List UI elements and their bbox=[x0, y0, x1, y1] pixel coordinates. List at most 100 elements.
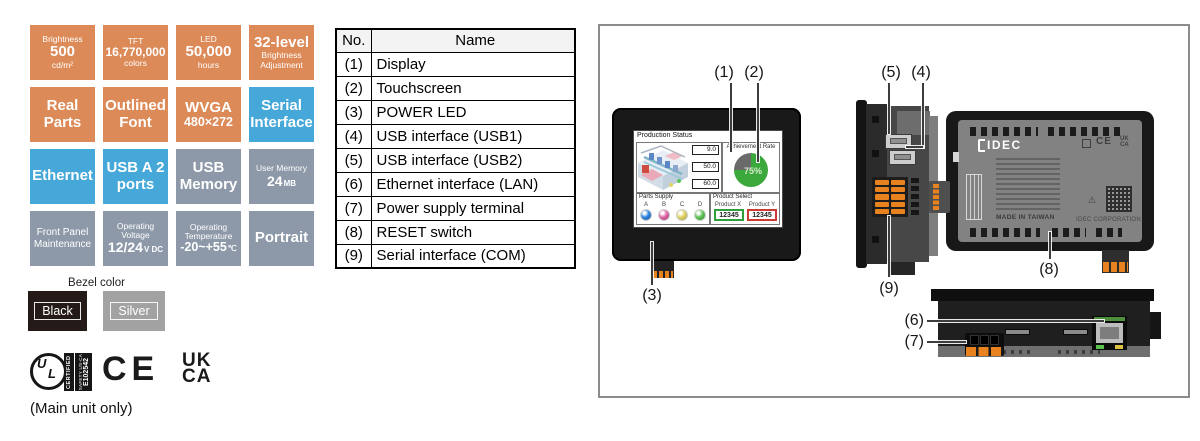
tile-main-text: Serial Interface bbox=[250, 97, 313, 131]
usb1-port bbox=[889, 150, 916, 165]
usb-slot bbox=[894, 154, 911, 160]
serial-pin bbox=[875, 208, 889, 214]
serial-interface-connector bbox=[872, 177, 908, 217]
achievement-pie-chart bbox=[734, 153, 768, 187]
front-view-touchscreen: Production Status 9.0 50.0 60.0 Achievem… bbox=[633, 130, 783, 228]
terminal-hole bbox=[990, 335, 999, 345]
screen-value-box: 50.0 bbox=[692, 162, 719, 172]
serial-pin bbox=[875, 201, 889, 207]
tile-bottom-text: cd/m² bbox=[51, 59, 74, 70]
column-header-no: No. bbox=[335, 28, 372, 53]
tile-main-text: Outlined Font bbox=[105, 97, 166, 131]
leader-line-6 bbox=[927, 320, 1104, 322]
serial-pin bbox=[891, 194, 905, 200]
callout-label-7: (7) bbox=[904, 333, 924, 350]
table-row: (1)Display bbox=[335, 51, 576, 77]
spec-tile-outlined-font: Outlined Font bbox=[103, 87, 168, 142]
parts-lamp-yellow bbox=[676, 209, 688, 221]
callout-label-2: (2) bbox=[744, 64, 764, 81]
callout-label-5: (5) bbox=[881, 64, 901, 81]
achievement-pie-value: 75% bbox=[743, 166, 762, 176]
parts-letter-a: A bbox=[643, 202, 648, 208]
serial-pin bbox=[891, 208, 905, 214]
table-row: (6)Ethernet interface (LAN) bbox=[335, 171, 576, 197]
tile-top-text: TFT bbox=[127, 35, 144, 46]
table-row: (4)USB interface (USB1) bbox=[335, 123, 576, 149]
front-bottom-connector-pins bbox=[653, 271, 673, 278]
side-cutout bbox=[872, 150, 879, 157]
screen-value-box: 9.0 bbox=[692, 145, 719, 155]
parts-lamp-green bbox=[694, 209, 706, 221]
tile-main-text: 24MB bbox=[266, 172, 297, 189]
bezel-color-label: Bezel color bbox=[68, 277, 125, 289]
side-bottom-tab bbox=[889, 262, 915, 275]
tile-bottom-text: colors bbox=[124, 57, 147, 68]
back-bottom-connector-pins bbox=[1103, 262, 1128, 272]
screen-value-box: 60.0 bbox=[692, 179, 719, 189]
tile-main-text: Front Panel Maintenance bbox=[33, 226, 92, 250]
back-ukca-mark: UK CA bbox=[1120, 136, 1129, 148]
screen-achievement-panel bbox=[722, 142, 780, 193]
serial-pin bbox=[891, 187, 905, 193]
bezel-swatch-silver: Silver bbox=[103, 291, 165, 331]
leader-line-1 bbox=[730, 83, 732, 152]
terminal-hole bbox=[970, 335, 979, 345]
spec-tile-led-hours: LED 50,000 hours bbox=[176, 25, 241, 80]
spec-badge-grid: Brightness 500 cd/m² TFT 16,770,000 colo… bbox=[30, 25, 314, 266]
bottom-right-tab bbox=[1150, 312, 1161, 339]
parts-lamp-blue bbox=[640, 209, 652, 221]
spec-tile-operating-voltage: Operating Voltage 12/24V DC bbox=[103, 211, 168, 266]
back-rating-label bbox=[996, 158, 1060, 210]
bottom-slot bbox=[1063, 329, 1088, 335]
spec-tile-usb-a: USB A 2 ports bbox=[103, 149, 168, 204]
side-cutout bbox=[872, 116, 879, 123]
ethernet-port-slot bbox=[1100, 327, 1119, 339]
tile-main-text: WVGA bbox=[185, 98, 232, 116]
leader-line-2 bbox=[757, 83, 759, 162]
spec-tile-portrait: Portrait bbox=[249, 211, 314, 266]
idec-logo: IDEC bbox=[978, 138, 1022, 152]
ul-file-number: E102542 bbox=[82, 357, 90, 387]
leader-line-5 bbox=[888, 83, 890, 134]
ul-mark-letter-u: U bbox=[37, 356, 47, 371]
terminal-hole bbox=[980, 335, 989, 345]
serial-pin bbox=[875, 180, 889, 186]
leader-line-9 bbox=[888, 216, 890, 277]
side-view-top-block bbox=[897, 111, 930, 135]
ce-mark-icon: CE bbox=[102, 350, 160, 388]
screen-production-panel bbox=[636, 142, 722, 193]
callout-label-4: (4) bbox=[911, 64, 931, 81]
leader-line-4-jog bbox=[906, 146, 923, 148]
tile-main-text: USB A 2 ports bbox=[106, 159, 165, 193]
callout-label-8: (8) bbox=[1039, 261, 1059, 278]
power-terminal-clamps bbox=[966, 347, 1003, 356]
spec-tile-brightness: Brightness 500 cd/m² bbox=[30, 25, 95, 80]
parts-letter-c: C bbox=[679, 202, 685, 208]
idec-logo-bracket-icon bbox=[978, 138, 985, 152]
main-unit-note: (Main unit only) bbox=[30, 400, 133, 417]
tile-top-text: User Memory bbox=[255, 163, 307, 174]
tile-top-text: Operating Temperature bbox=[184, 221, 233, 241]
tile-main-text: 50,000 bbox=[185, 43, 232, 61]
tile-main-text: 32-level bbox=[253, 34, 310, 52]
back-vent bbox=[1096, 228, 1122, 237]
tile-top-text: LED bbox=[200, 34, 217, 45]
tile-main-text: USB Memory bbox=[179, 159, 238, 193]
warning-icon: ⚠ bbox=[1088, 195, 1097, 205]
parts-name-table: No. Name (1)Display (2)Touchscreen (3)PO… bbox=[335, 28, 576, 269]
corporation-text: IDEC CORPORATION bbox=[1076, 217, 1142, 223]
serial-pin bbox=[891, 201, 905, 207]
leader-line-8 bbox=[1049, 232, 1051, 259]
ethernet-led-yellow bbox=[1115, 345, 1123, 349]
callout-label-6: (6) bbox=[904, 312, 924, 329]
bottom-view-bezel-edge bbox=[931, 289, 1154, 301]
product-y-value-box: 12345 bbox=[747, 209, 777, 221]
ethernet-pcb-edge bbox=[1094, 317, 1125, 321]
serial-pin bbox=[875, 194, 889, 200]
usb-slot bbox=[890, 138, 907, 144]
bottom-view-gray-band bbox=[938, 346, 1150, 357]
tile-main-text: 500 bbox=[49, 43, 76, 61]
table-row: (7)Power supply terminal bbox=[335, 195, 576, 221]
cert-square-icon bbox=[1082, 139, 1091, 148]
